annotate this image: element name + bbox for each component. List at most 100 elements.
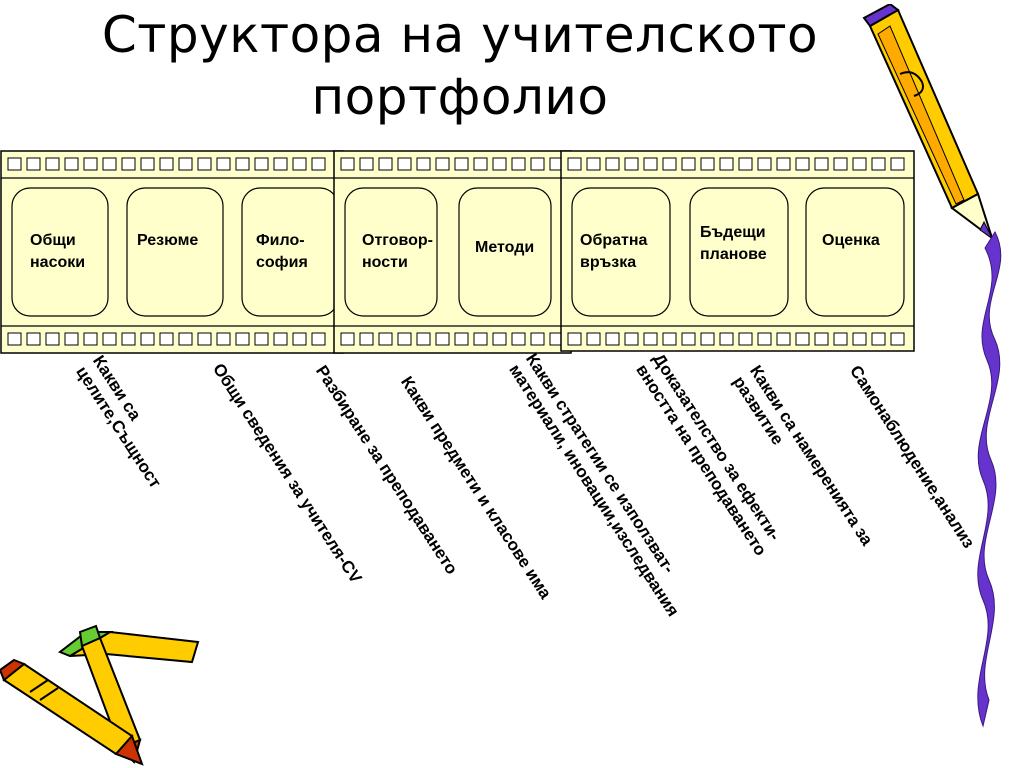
sprocket-hole (235, 332, 250, 346)
sprocket-hole (776, 157, 791, 171)
sprocket-hole (416, 157, 431, 171)
sprocket-hole (83, 157, 98, 171)
sprocket-hole (340, 157, 355, 171)
title-line-2: портфолио (311, 68, 609, 126)
sprocket-hole (833, 332, 848, 346)
frame-box (805, 187, 905, 317)
sprocket-hole (757, 157, 772, 171)
sprocket-hole (567, 157, 582, 171)
frame-box (11, 187, 109, 317)
sprocket-hole (45, 332, 60, 346)
sprocket-hole (719, 157, 734, 171)
sprocket-hole (197, 157, 212, 171)
sprocket-hole (378, 332, 393, 346)
sprocket-hole (852, 332, 867, 346)
sprocket-hole (890, 332, 905, 346)
description-goals: Какви са целите,Същност (72, 352, 165, 492)
sprocket-hole (216, 157, 231, 171)
sprocket-hole (624, 157, 639, 171)
sprocket-hole (871, 332, 886, 346)
frame-box (458, 187, 552, 317)
sprocket-hole (159, 157, 174, 171)
sprocket-hole (567, 332, 582, 346)
frame-box (689, 187, 789, 317)
frame-label-resume: Резюме (137, 232, 199, 249)
sprocket-hole (359, 332, 374, 346)
sprocket-hole (435, 157, 450, 171)
sprocket-hole (454, 157, 469, 171)
sprocket-hole (378, 157, 393, 171)
sprocket-hole (511, 157, 526, 171)
sprocket-hole (140, 157, 155, 171)
sprocket-hole (719, 332, 734, 346)
sprocket-hole (492, 332, 507, 346)
sprocket-hole (178, 332, 193, 346)
sprocket-hole (795, 332, 810, 346)
frame-box (344, 187, 438, 317)
sprocket-hole (530, 157, 545, 171)
filmstrip-3 (560, 150, 916, 354)
sprocket-hole (159, 332, 174, 346)
sprocket-hole (776, 332, 791, 346)
sprocket-hole (45, 157, 60, 171)
sprocket-hole (102, 157, 117, 171)
sprocket-hole (197, 332, 212, 346)
sprocket-hole (435, 332, 450, 346)
frame-label-future-plans: Бъдещи планове (700, 224, 767, 263)
sprocket-hole (235, 157, 250, 171)
sprocket-hole (397, 332, 412, 346)
sprocket-hole (311, 157, 326, 171)
sprocket-hole (511, 332, 526, 346)
filmstrip-2 (333, 150, 573, 354)
sprocket-hole (26, 332, 41, 346)
frame-label-philosophy: Фило- софия (256, 232, 308, 271)
frame-label-general: Общи насоки (30, 232, 86, 271)
sprocket-hole (340, 332, 355, 346)
sprocket-hole (216, 332, 231, 346)
sprocket-hole (121, 332, 136, 346)
sprocket-hole (852, 157, 867, 171)
sprocket-hole (311, 332, 326, 346)
sprocket-hole (64, 157, 79, 171)
sprocket-hole (624, 332, 639, 346)
ribbon-icon (977, 230, 1002, 728)
sprocket-hole (814, 332, 829, 346)
sprocket-hole (254, 157, 269, 171)
sprocket-hole (833, 157, 848, 171)
sprocket-hole (795, 157, 810, 171)
sprocket-hole (178, 157, 193, 171)
page-title: Структора на учителското портфолио (60, 4, 860, 128)
frame-label-methods: Методи (475, 239, 535, 256)
frame-label-evaluation: Оценка (822, 232, 880, 249)
crayons-icon (0, 624, 200, 766)
sprocket-hole (757, 332, 772, 346)
sprocket-hole (416, 332, 431, 346)
sprocket-hole (738, 157, 753, 171)
sprocket-hole (7, 332, 22, 346)
sprocket-hole (738, 332, 753, 346)
sprocket-hole (586, 157, 601, 171)
sprocket-hole (871, 157, 886, 171)
pencil-icon (862, 4, 994, 241)
filmstrip-1 (0, 150, 345, 354)
sprocket-hole (292, 332, 307, 346)
sprocket-hole (64, 332, 79, 346)
sprocket-hole (454, 332, 469, 346)
sprocket-hole (662, 157, 677, 171)
sprocket-hole (473, 332, 488, 346)
sprocket-hole (681, 157, 696, 171)
sprocket-hole (473, 157, 488, 171)
sprocket-hole (700, 332, 715, 346)
sprocket-hole (273, 157, 288, 171)
sprocket-hole (273, 332, 288, 346)
frame-box (126, 187, 224, 317)
sprocket-hole (700, 157, 715, 171)
sprocket-hole (681, 332, 696, 346)
sprocket-hole (26, 157, 41, 171)
frame-label-feedback: Обратна връзка (580, 232, 648, 271)
sprocket-hole (662, 332, 677, 346)
sprocket-hole (492, 157, 507, 171)
sprocket-hole (7, 157, 22, 171)
sprocket-hole (254, 332, 269, 346)
sprocket-hole (397, 157, 412, 171)
